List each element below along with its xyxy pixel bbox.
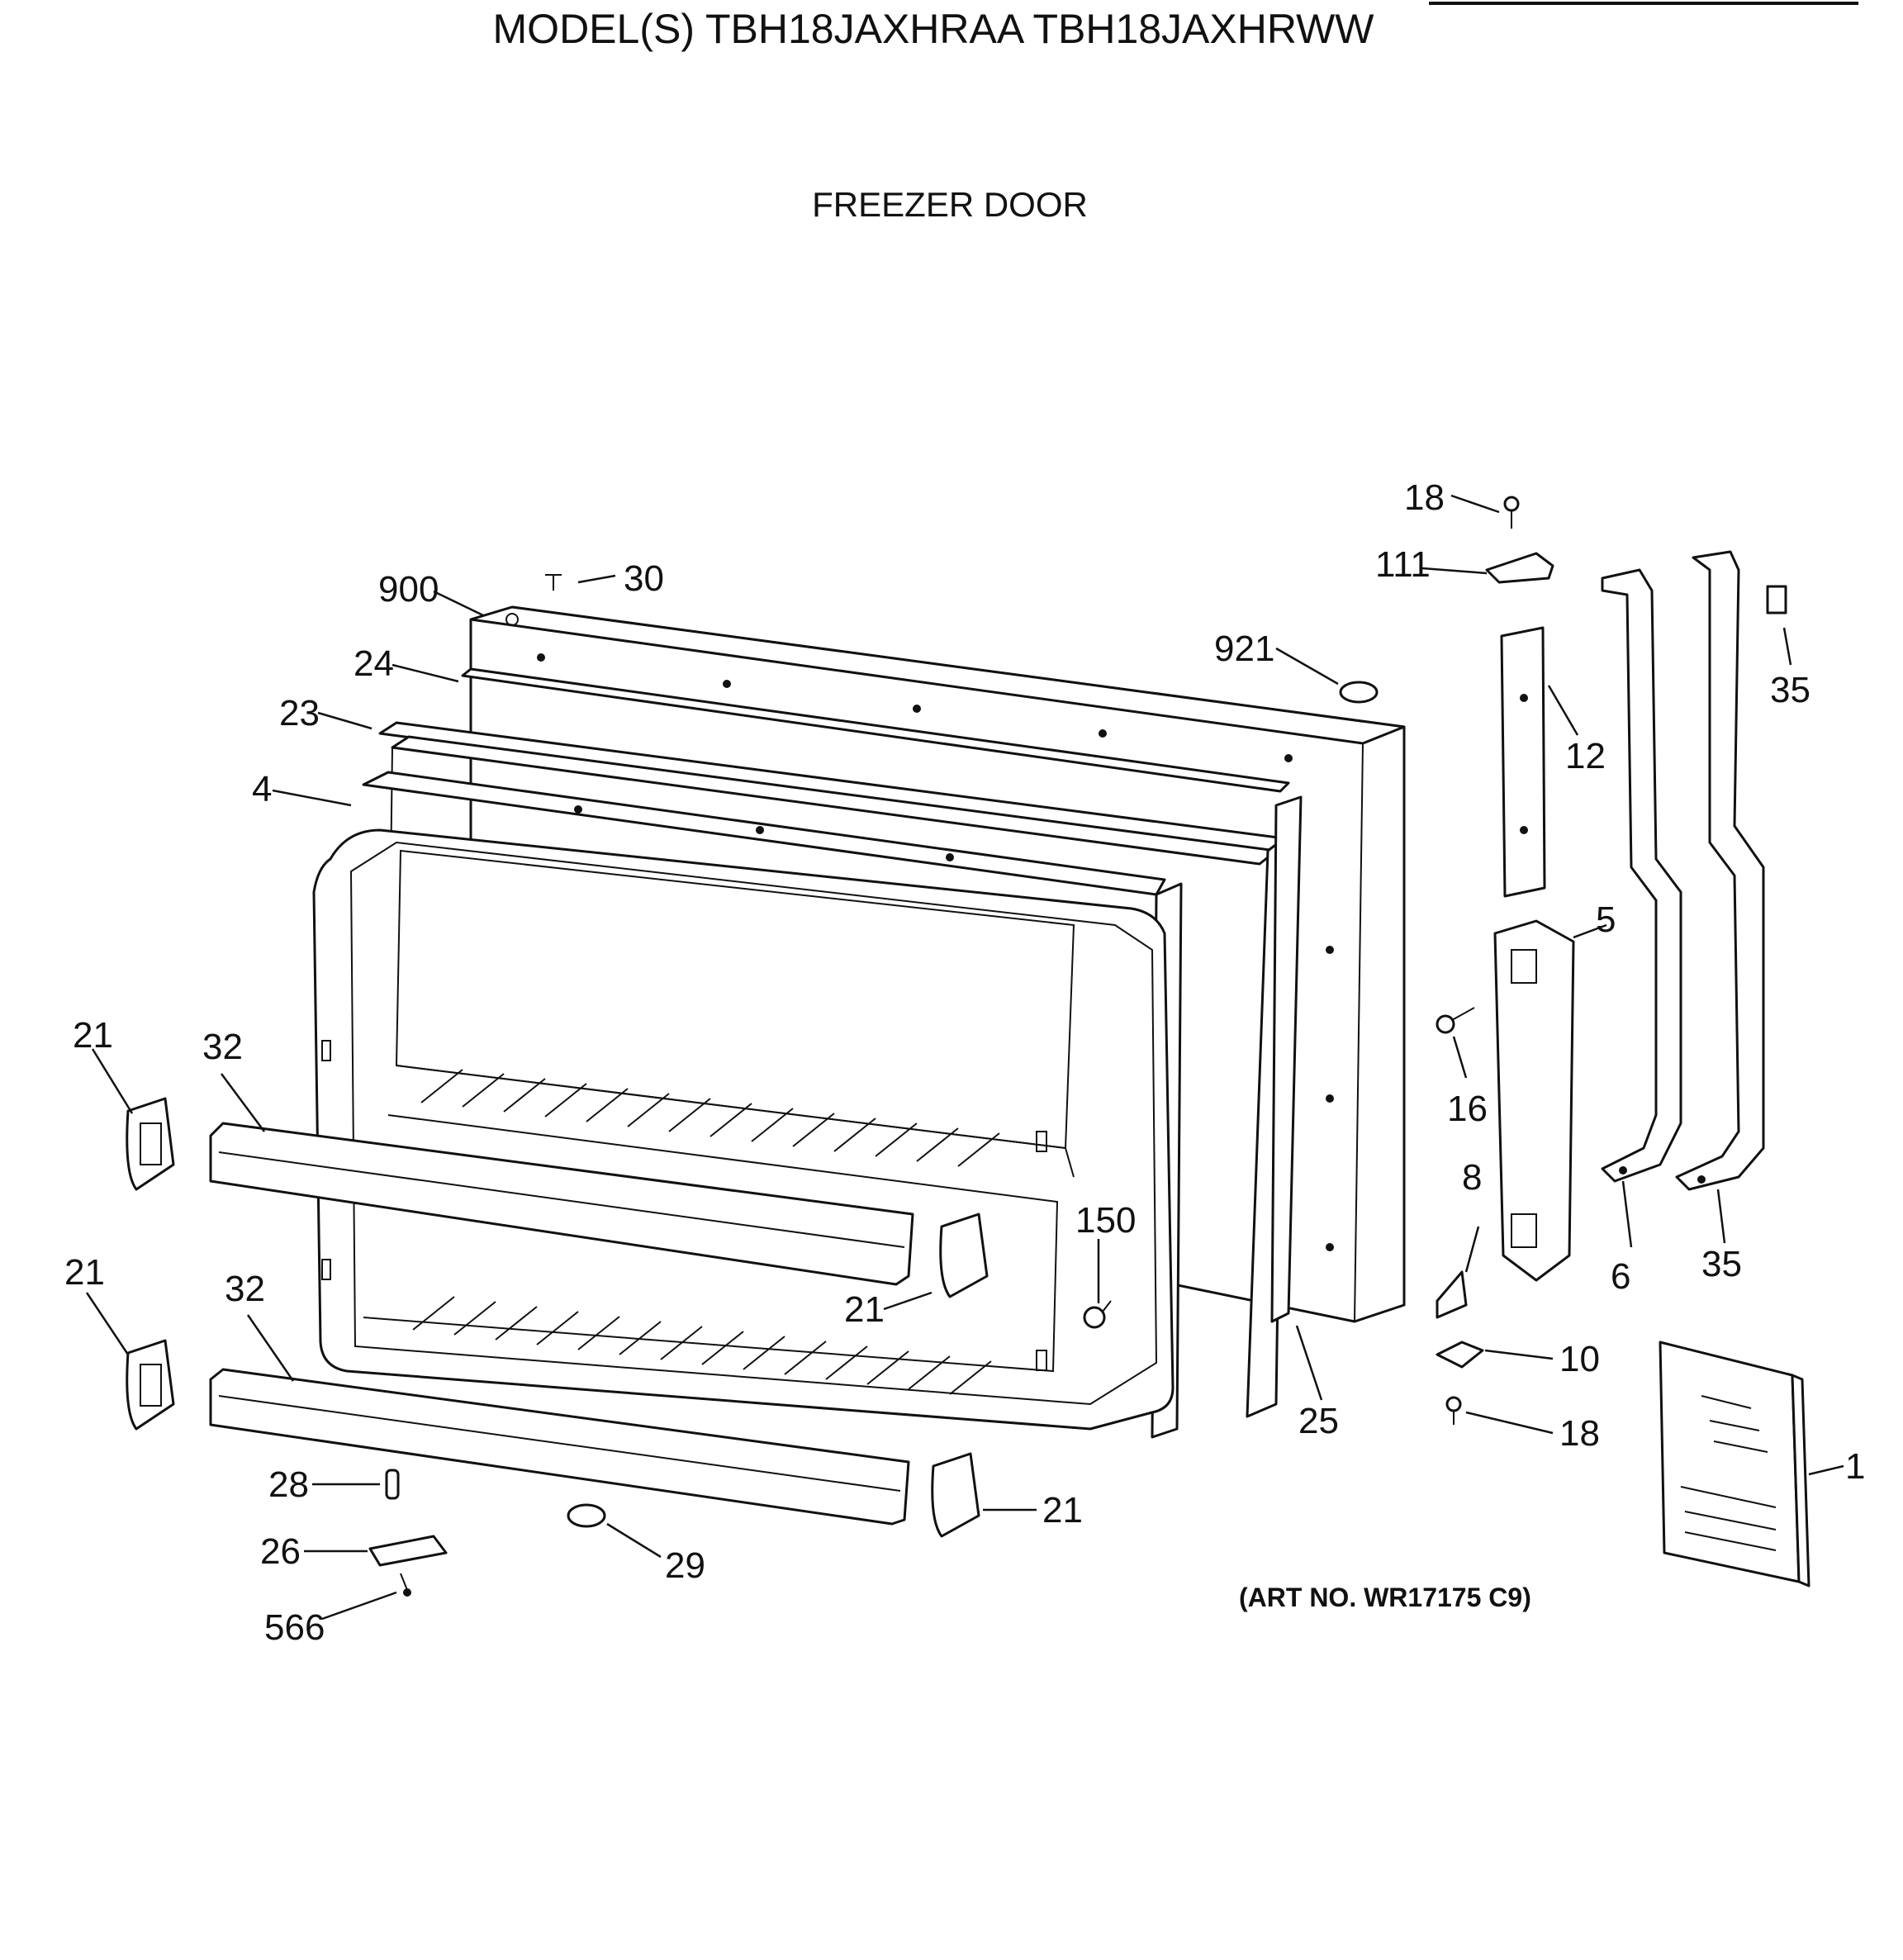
callout-23: 23 bbox=[279, 693, 320, 733]
callout-5: 5 bbox=[1596, 899, 1616, 940]
callout-leaders bbox=[85, 494, 1844, 1621]
callout-150: 150 bbox=[1075, 1200, 1136, 1241]
callout-21-upper-left: 21 bbox=[73, 1015, 113, 1056]
callout-35-top: 35 bbox=[1770, 670, 1810, 710]
callout-18-top: 18 bbox=[1404, 477, 1445, 518]
bracket-part-12 bbox=[1500, 626, 1546, 898]
callout-6: 6 bbox=[1611, 1256, 1630, 1297]
callout-1: 1 bbox=[1845, 1446, 1865, 1487]
shelf-end-cap-part-21-lower-right bbox=[931, 1452, 980, 1538]
plug-part-921 bbox=[1339, 681, 1379, 704]
callout-21-lower-left: 21 bbox=[64, 1252, 105, 1293]
section-title: FREEZER DOOR bbox=[812, 185, 1088, 224]
plate-part-8 bbox=[1436, 1270, 1468, 1319]
callout-8: 8 bbox=[1462, 1157, 1482, 1198]
callout-labels: 18 111 30 900 921 24 23 4 12 35 5 16 21 … bbox=[64, 477, 1865, 1648]
callout-18-bottom: 18 bbox=[1559, 1413, 1600, 1454]
art-number: (ART NO. WR17175 C9) bbox=[1239, 1583, 1531, 1612]
handle-bracket-part-5 bbox=[1493, 919, 1575, 1282]
callout-566: 566 bbox=[264, 1607, 325, 1648]
shim-part-10 bbox=[1436, 1341, 1484, 1369]
callout-25: 25 bbox=[1298, 1401, 1339, 1441]
manual-part-1 bbox=[1659, 1341, 1810, 1587]
callout-29: 29 bbox=[665, 1545, 705, 1586]
callout-32-upper: 32 bbox=[202, 1027, 243, 1067]
callout-24: 24 bbox=[354, 643, 394, 684]
screw-part-16 bbox=[1436, 1007, 1475, 1034]
callout-26: 26 bbox=[260, 1531, 301, 1572]
callout-21-upper-right: 21 bbox=[844, 1289, 885, 1330]
shelf-end-cap-part-21-upper-left bbox=[126, 1097, 175, 1191]
hinge-part-111 bbox=[1485, 552, 1554, 584]
hinge-plate-part-26 bbox=[368, 1535, 448, 1567]
callout-35-bottom: 35 bbox=[1701, 1244, 1742, 1284]
callout-10: 10 bbox=[1559, 1339, 1600, 1379]
handle-part-6 bbox=[1601, 568, 1682, 1183]
shelf-bar-part-32-lower bbox=[209, 1368, 910, 1526]
shelf-end-cap-part-21-upper-right bbox=[939, 1213, 989, 1298]
screw-part-566 bbox=[400, 1573, 411, 1597]
strip-part-25 bbox=[1270, 795, 1303, 1323]
callout-28: 28 bbox=[268, 1464, 309, 1505]
callout-30: 30 bbox=[624, 558, 664, 599]
trim-part-35 bbox=[1766, 585, 1787, 615]
shelf-end-cap-part-21-lower-left bbox=[126, 1339, 175, 1431]
callout-4: 4 bbox=[252, 769, 272, 809]
page-title: MODEL(S) TBH18JAXHRAA TBH18JAXHRWW bbox=[493, 6, 1375, 52]
callout-16: 16 bbox=[1447, 1089, 1488, 1129]
callout-111: 111 bbox=[1375, 544, 1431, 585]
screw-part-18-bottom bbox=[1445, 1396, 1462, 1425]
hinge-pin-part-29 bbox=[567, 1503, 606, 1528]
handle-part-35 bbox=[1675, 550, 1765, 1191]
pin-part-28 bbox=[385, 1469, 400, 1500]
breaker-strip-part-24 bbox=[461, 667, 1290, 793]
screw-part-18-top bbox=[1503, 496, 1520, 529]
callout-12: 12 bbox=[1565, 736, 1606, 776]
callout-921: 921 bbox=[1214, 629, 1274, 669]
callout-21-lower-right: 21 bbox=[1042, 1490, 1083, 1531]
screw-part-150 bbox=[1083, 1300, 1112, 1329]
screw-part-30 bbox=[545, 574, 562, 591]
callout-32-lower: 32 bbox=[225, 1269, 265, 1309]
shelf-bar-part-32-upper bbox=[209, 1122, 914, 1286]
door-liner bbox=[312, 805, 1175, 1431]
callout-900: 900 bbox=[378, 569, 439, 610]
